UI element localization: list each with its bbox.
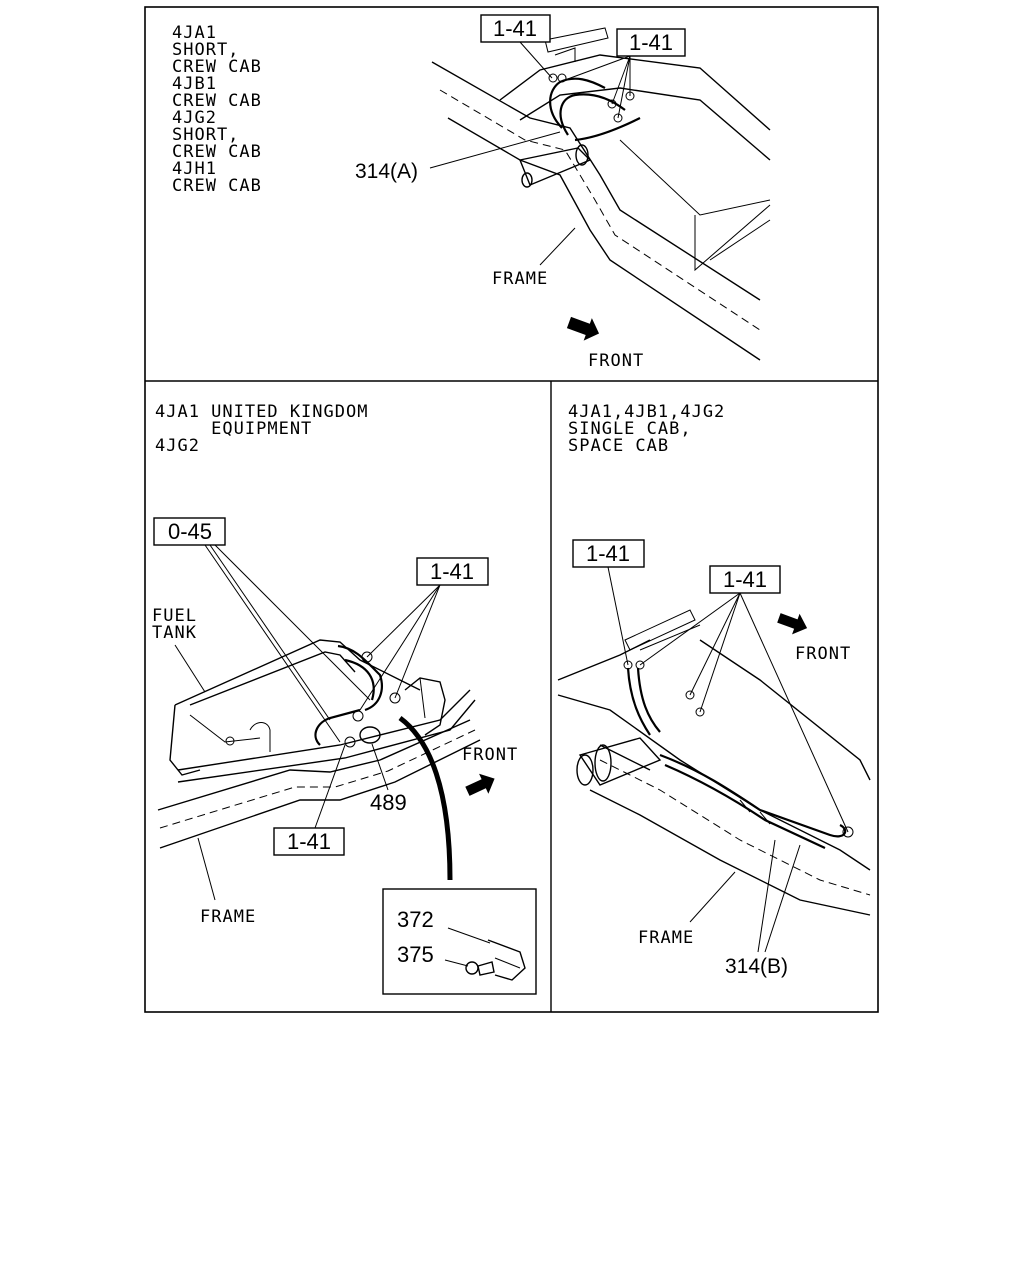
top-applicability-text: 4JA1 SHORT, CREW CAB 4JB1 CREW CAB 4JG2 … <box>172 23 273 196</box>
top-front-arrow-icon <box>566 316 600 341</box>
part-314b-label: 314(B) <box>725 955 788 978</box>
inset-detail-box <box>382 888 537 995</box>
part-489-label: 489 <box>370 790 407 815</box>
callout-1-41-left-bottom: 1-41 <box>287 829 331 854</box>
left-tank-drawing <box>157 639 481 881</box>
panel-left: 4JA1 UNITED KINGDOM EQUIPMENT 4JG2 <box>0 0 537 995</box>
top-frame-drawing <box>431 27 771 361</box>
right-applicability-text: 4JA1,4JB1,4JG2 SINGLE CAB, SPACE CAB <box>568 402 737 456</box>
callout-1-41-left-top: 1-41 <box>430 559 474 584</box>
callout-box-1-41-top-b <box>616 28 686 57</box>
callout-box-1-41-top-a <box>480 14 551 43</box>
callout-1-41-right-a: 1-41 <box>586 541 630 566</box>
fuel-tank-label: FUEL TANK <box>152 606 208 643</box>
callout-box-1-41-right-b <box>709 565 781 594</box>
bracket-bolt-detail <box>465 939 526 981</box>
callout-0-45: 0-45 <box>168 519 212 544</box>
callout-1-41-top-b: 1-41 <box>629 30 673 55</box>
callout-box-1-41-left-bottom <box>273 827 345 856</box>
right-front-arrow-icon <box>777 613 808 635</box>
top-front-label: FRONT <box>588 351 644 371</box>
panel-top: 4JA1 SHORT, CREW CAB 4JB1 CREW CAB 4JG2 … <box>172 14 771 371</box>
top-frame-label: FRAME <box>492 269 548 289</box>
part-372-label: 372 <box>397 907 434 932</box>
left-applicability-text: 4JA1 UNITED KINGDOM EQUIPMENT 4JG2 <box>0 0 447 456</box>
panel-right: 4JA1,4JB1,4JG2 SINGLE CAB, SPACE CAB <box>557 402 871 978</box>
diagram-border <box>144 6 879 1013</box>
part-314a-label: 314(A) <box>355 160 418 183</box>
part-375-label: 375 <box>397 942 434 967</box>
callout-box-0-45 <box>153 517 226 546</box>
left-front-label: FRONT <box>462 745 518 765</box>
right-frame-drawing <box>557 609 871 916</box>
right-front-label: FRONT <box>795 644 851 664</box>
callout-box-1-41-right-a <box>572 539 645 568</box>
right-frame-label: FRAME <box>638 928 694 948</box>
callout-1-41-right-b: 1-41 <box>723 567 767 592</box>
callout-1-41-top-a: 1-41 <box>493 16 537 41</box>
callout-box-1-41-left-top <box>416 557 489 586</box>
left-frame-label: FRAME <box>200 907 256 927</box>
left-front-arrow-icon <box>465 773 495 796</box>
